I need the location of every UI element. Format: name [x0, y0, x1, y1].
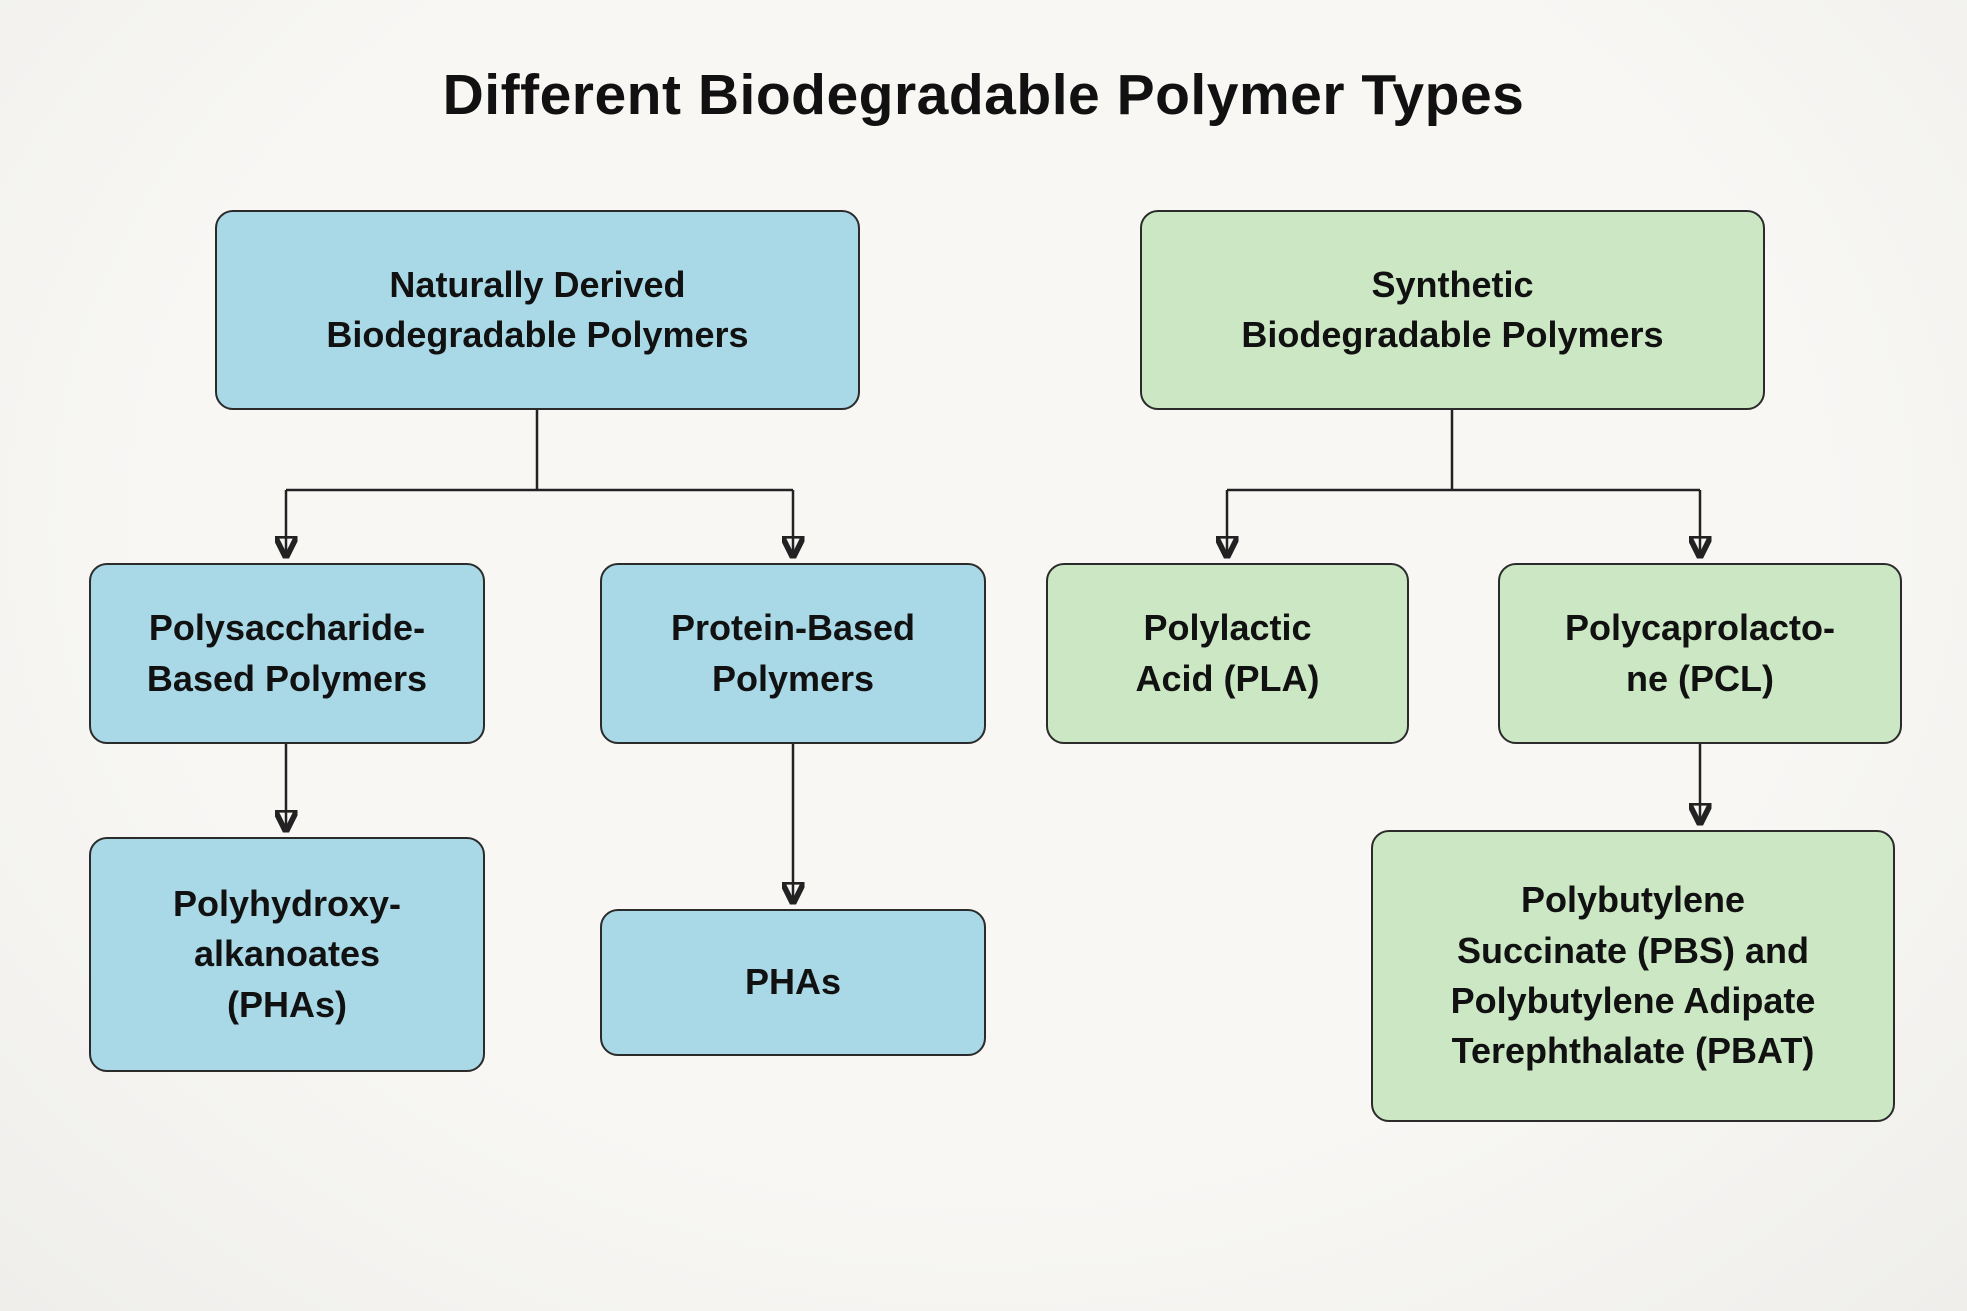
node-synthetic-polymers: Synthetic Biodegradable Polymers	[1140, 210, 1765, 410]
node-polysaccharide-based-polymers: Polysaccharide- Based Polymers	[89, 563, 485, 744]
node-polylactic-acid: Polylactic Acid (PLA)	[1046, 563, 1409, 744]
node-pbs-and-pbat: Polybutylene Succinate (PBS) and Polybut…	[1371, 830, 1895, 1122]
node-phas: PHAs	[600, 909, 986, 1056]
node-protein-based-polymers: Protein-Based Polymers	[600, 563, 986, 744]
node-polyhydroxyalkanoates: Polyhydroxy- alkanoates (PHAs)	[89, 837, 485, 1072]
node-polycaprolactone: Polycaprolacto- ne (PCL)	[1498, 563, 1902, 744]
diagram-title: Different Biodegradable Polymer Types	[442, 63, 1525, 127]
node-naturally-derived-polymers: Naturally Derived Biodegradable Polymers	[215, 210, 860, 410]
